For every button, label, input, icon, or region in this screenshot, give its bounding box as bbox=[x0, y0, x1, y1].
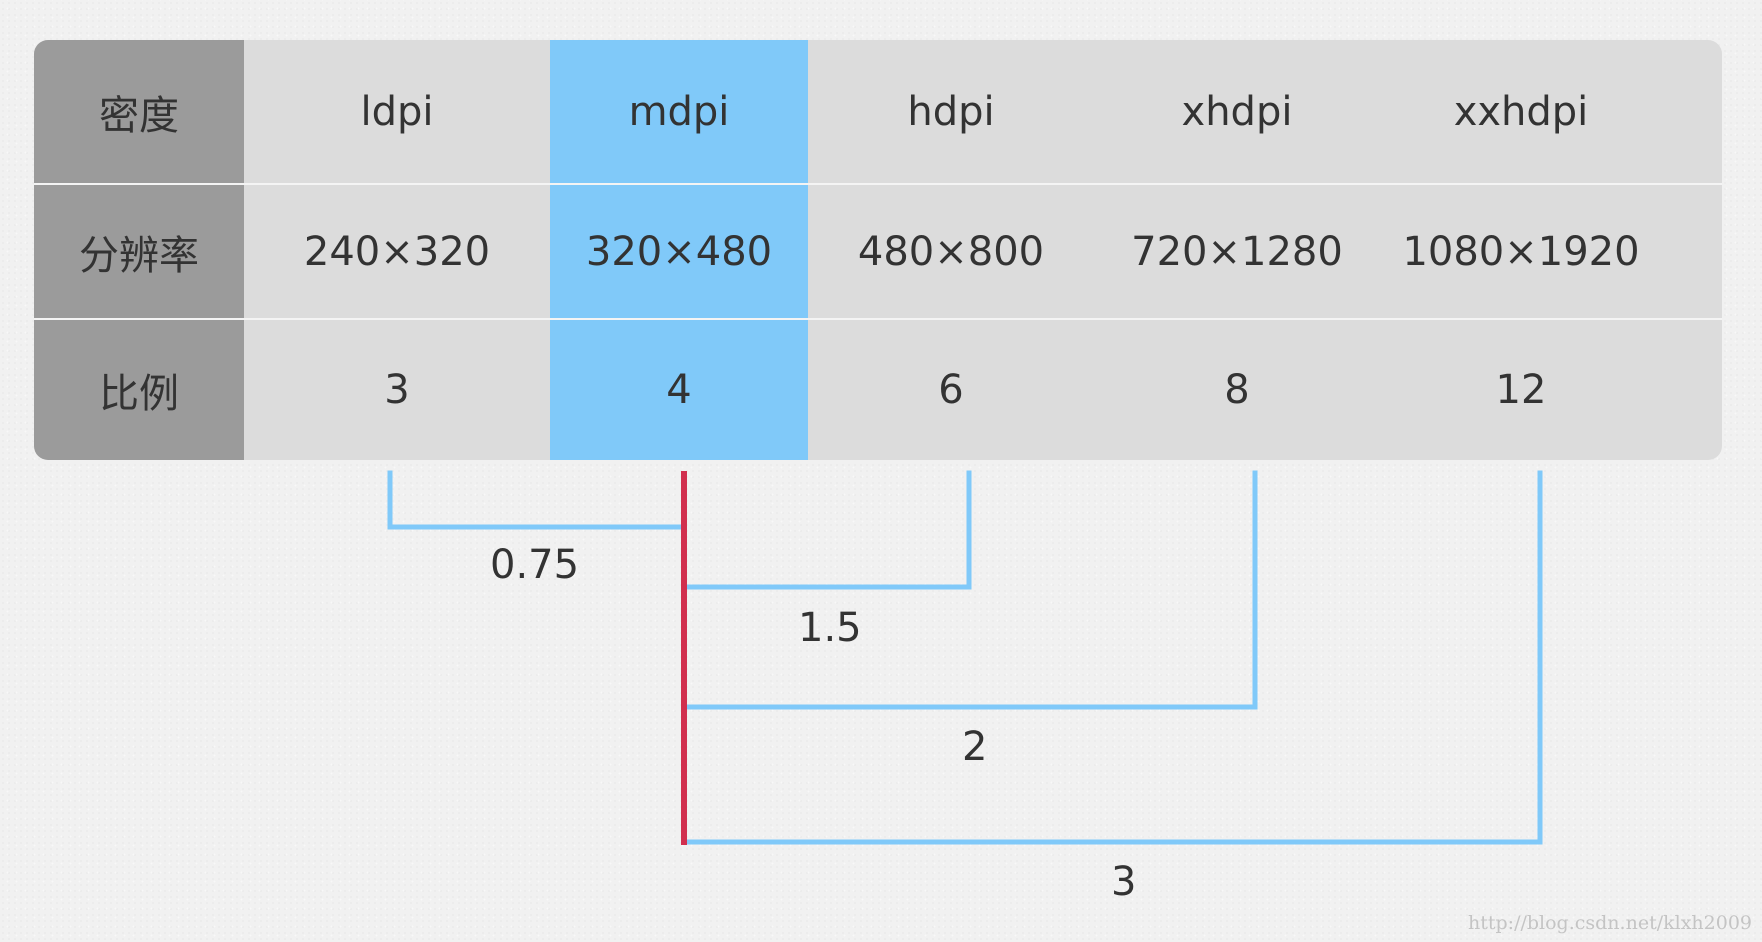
scale-label-xxhdpi: 3 bbox=[1111, 859, 1137, 905]
row-divider bbox=[34, 183, 1722, 185]
ratio-xxhdpi: 12 bbox=[1495, 367, 1547, 413]
density-mdpi: mdpi bbox=[628, 88, 730, 135]
row-header-ratio: 比例 bbox=[99, 371, 179, 417]
scale-label-hdpi: 1.5 bbox=[798, 605, 862, 651]
resolution-xxhdpi: 1080×1920 bbox=[1402, 228, 1640, 275]
row-divider bbox=[34, 318, 1722, 320]
row-header-density: 密度 bbox=[99, 92, 179, 139]
density-xhdpi: xhdpi bbox=[1181, 88, 1293, 135]
connector-xxhdpi bbox=[681, 470, 1543, 845]
watermark: http://blog.csdn.net/klxh2009 bbox=[1468, 912, 1752, 934]
resolution-hdpi: 480×800 bbox=[857, 228, 1045, 275]
scale-label-ldpi: 0.75 bbox=[490, 542, 580, 588]
row-header-resolution: 分辨率 bbox=[79, 232, 199, 279]
density-hdpi: hdpi bbox=[907, 88, 995, 135]
connector-xhdpi bbox=[681, 470, 1258, 710]
mdpi-highlight-column bbox=[550, 40, 808, 460]
ratio-xhdpi: 8 bbox=[1224, 367, 1250, 413]
resolution-mdpi: 320×480 bbox=[585, 228, 773, 275]
row-header-column bbox=[34, 40, 244, 460]
resolution-ldpi: 240×320 bbox=[303, 228, 491, 275]
ratio-ldpi: 3 bbox=[384, 367, 410, 413]
resolution-xhdpi: 720×1280 bbox=[1131, 228, 1343, 275]
density-table: 密度 分辨率 比例 ldpi mdpi hdpi xhdpi xxhdpi 24… bbox=[34, 40, 1722, 460]
ratio-hdpi: 6 bbox=[938, 367, 964, 413]
ratio-mdpi: 4 bbox=[666, 367, 692, 413]
connector-hdpi bbox=[681, 470, 972, 590]
scale-label-xhdpi: 2 bbox=[962, 724, 988, 770]
density-ldpi: ldpi bbox=[360, 88, 434, 135]
connector-ldpi bbox=[387, 470, 687, 530]
density-xxhdpi: xxhdpi bbox=[1453, 88, 1589, 135]
